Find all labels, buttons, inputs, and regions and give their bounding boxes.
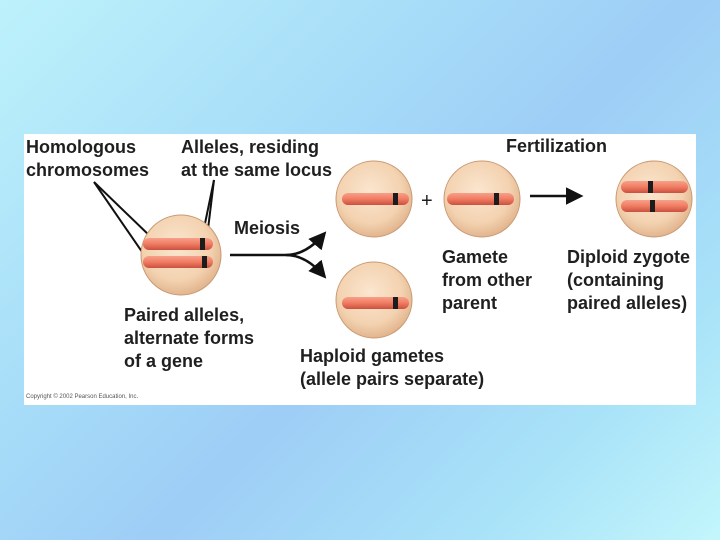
label-alleles-line2: at the same locus	[181, 160, 332, 180]
chromosome-top	[143, 238, 213, 250]
label-fertilization: Fertilization	[506, 136, 607, 156]
label-homologous-line2: chromosomes	[26, 160, 149, 180]
label-gamete-line3: parent	[442, 293, 497, 313]
label-paired-line1: Paired alleles,	[124, 305, 244, 325]
diploid-zygote	[615, 160, 693, 238]
plus-sign: +	[421, 190, 433, 212]
label-diploid-line2: (containing	[567, 270, 664, 290]
label-haploid-line2: (allele pairs separate)	[300, 369, 484, 389]
parent-cell	[140, 214, 222, 296]
label-meiosis: Meiosis	[234, 218, 300, 238]
figure-panel: Homologous chromosomes Alleles, residing…	[24, 134, 696, 405]
meiosis-arrows	[230, 231, 327, 279]
label-gamete-line2: from other	[442, 270, 532, 290]
haploid-gamete-top	[335, 160, 413, 238]
chromosome-bottom	[143, 256, 213, 268]
gamete-other-parent	[443, 160, 521, 238]
label-paired-line2: alternate forms	[124, 328, 254, 348]
label-diploid-line3: paired alleles)	[567, 293, 687, 313]
label-haploid-line1: Haploid gametes	[300, 346, 444, 366]
label-diploid-line1: Diploid zygote	[567, 247, 690, 267]
copyright-notice: Copyright © 2002 Pearson Education, Inc.	[26, 393, 138, 400]
label-gamete-line1: Gamete	[442, 247, 508, 267]
meiosis-fertilization-diagram: Homologous chromosomes Alleles, residing…	[26, 136, 693, 400]
label-paired-line3: of a gene	[124, 351, 203, 371]
haploid-gamete-bottom	[335, 261, 413, 339]
label-alleles-line1: Alleles, residing	[181, 137, 319, 157]
label-homologous-line1: Homologous	[26, 137, 136, 157]
